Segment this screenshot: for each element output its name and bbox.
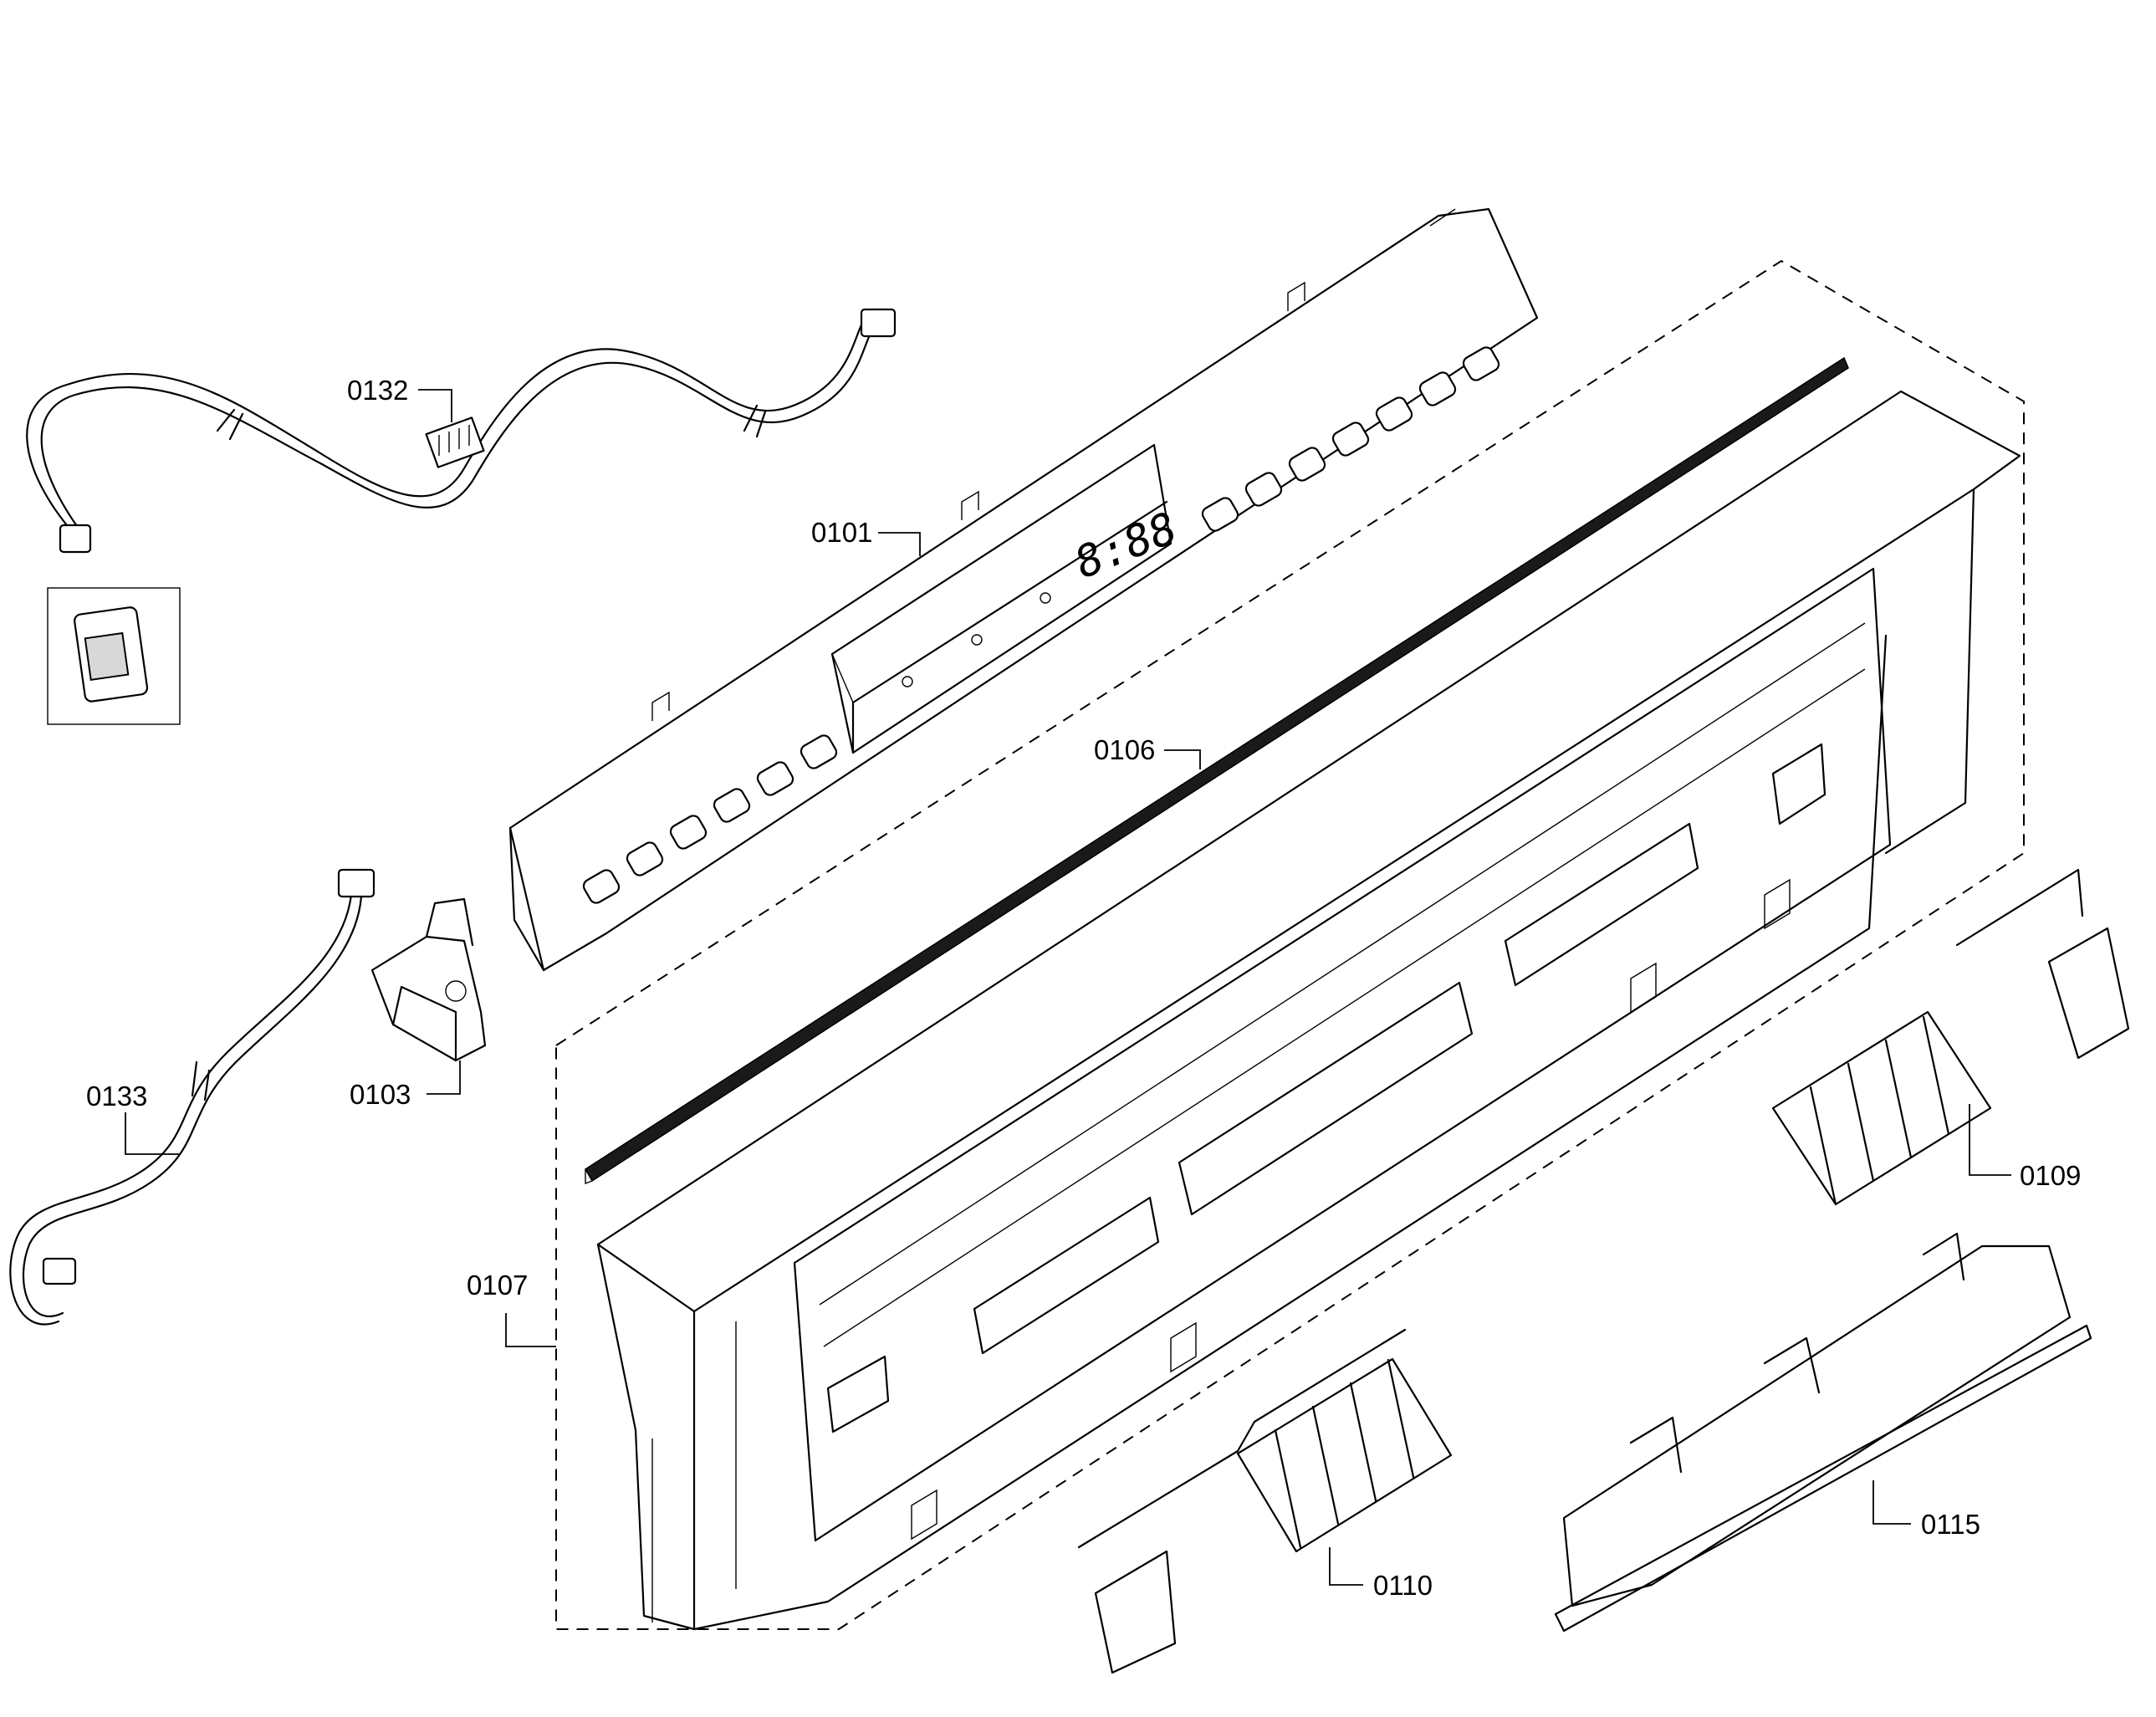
switch-0103	[370, 897, 487, 1095]
module-inset	[47, 587, 181, 725]
panel-display-readout: 8:88	[1068, 503, 1184, 590]
label-0133: 0133	[86, 1081, 147, 1111]
label-0109: 0109	[2020, 1160, 2081, 1191]
label-0106: 0106	[1094, 734, 1155, 765]
seal-strip-0106	[584, 356, 1849, 1185]
label-0115: 0115	[1921, 1509, 1980, 1540]
panel-buttons-left	[582, 734, 838, 904]
panel-buttons-right	[1201, 346, 1500, 532]
cable-harness-0132	[26, 308, 897, 554]
button-set-0109	[1771, 868, 2130, 1206]
cover-0115	[1554, 1232, 2092, 1633]
label-0103: 0103	[350, 1079, 411, 1110]
leader-0107	[505, 1313, 556, 1347]
fascia-housing-0107	[596, 390, 2021, 1631]
label-0107: 0107	[467, 1270, 528, 1301]
leader-0106	[1164, 749, 1201, 769]
leader-0101	[878, 532, 921, 556]
label-0101: 0101	[811, 517, 872, 548]
button-set-0110	[1077, 1328, 1453, 1674]
label-0110: 0110	[1373, 1570, 1433, 1601]
assembly-boundary-dashed	[555, 259, 2025, 1630]
cable-0133	[9, 868, 376, 1326]
label-0132: 0132	[347, 375, 408, 406]
